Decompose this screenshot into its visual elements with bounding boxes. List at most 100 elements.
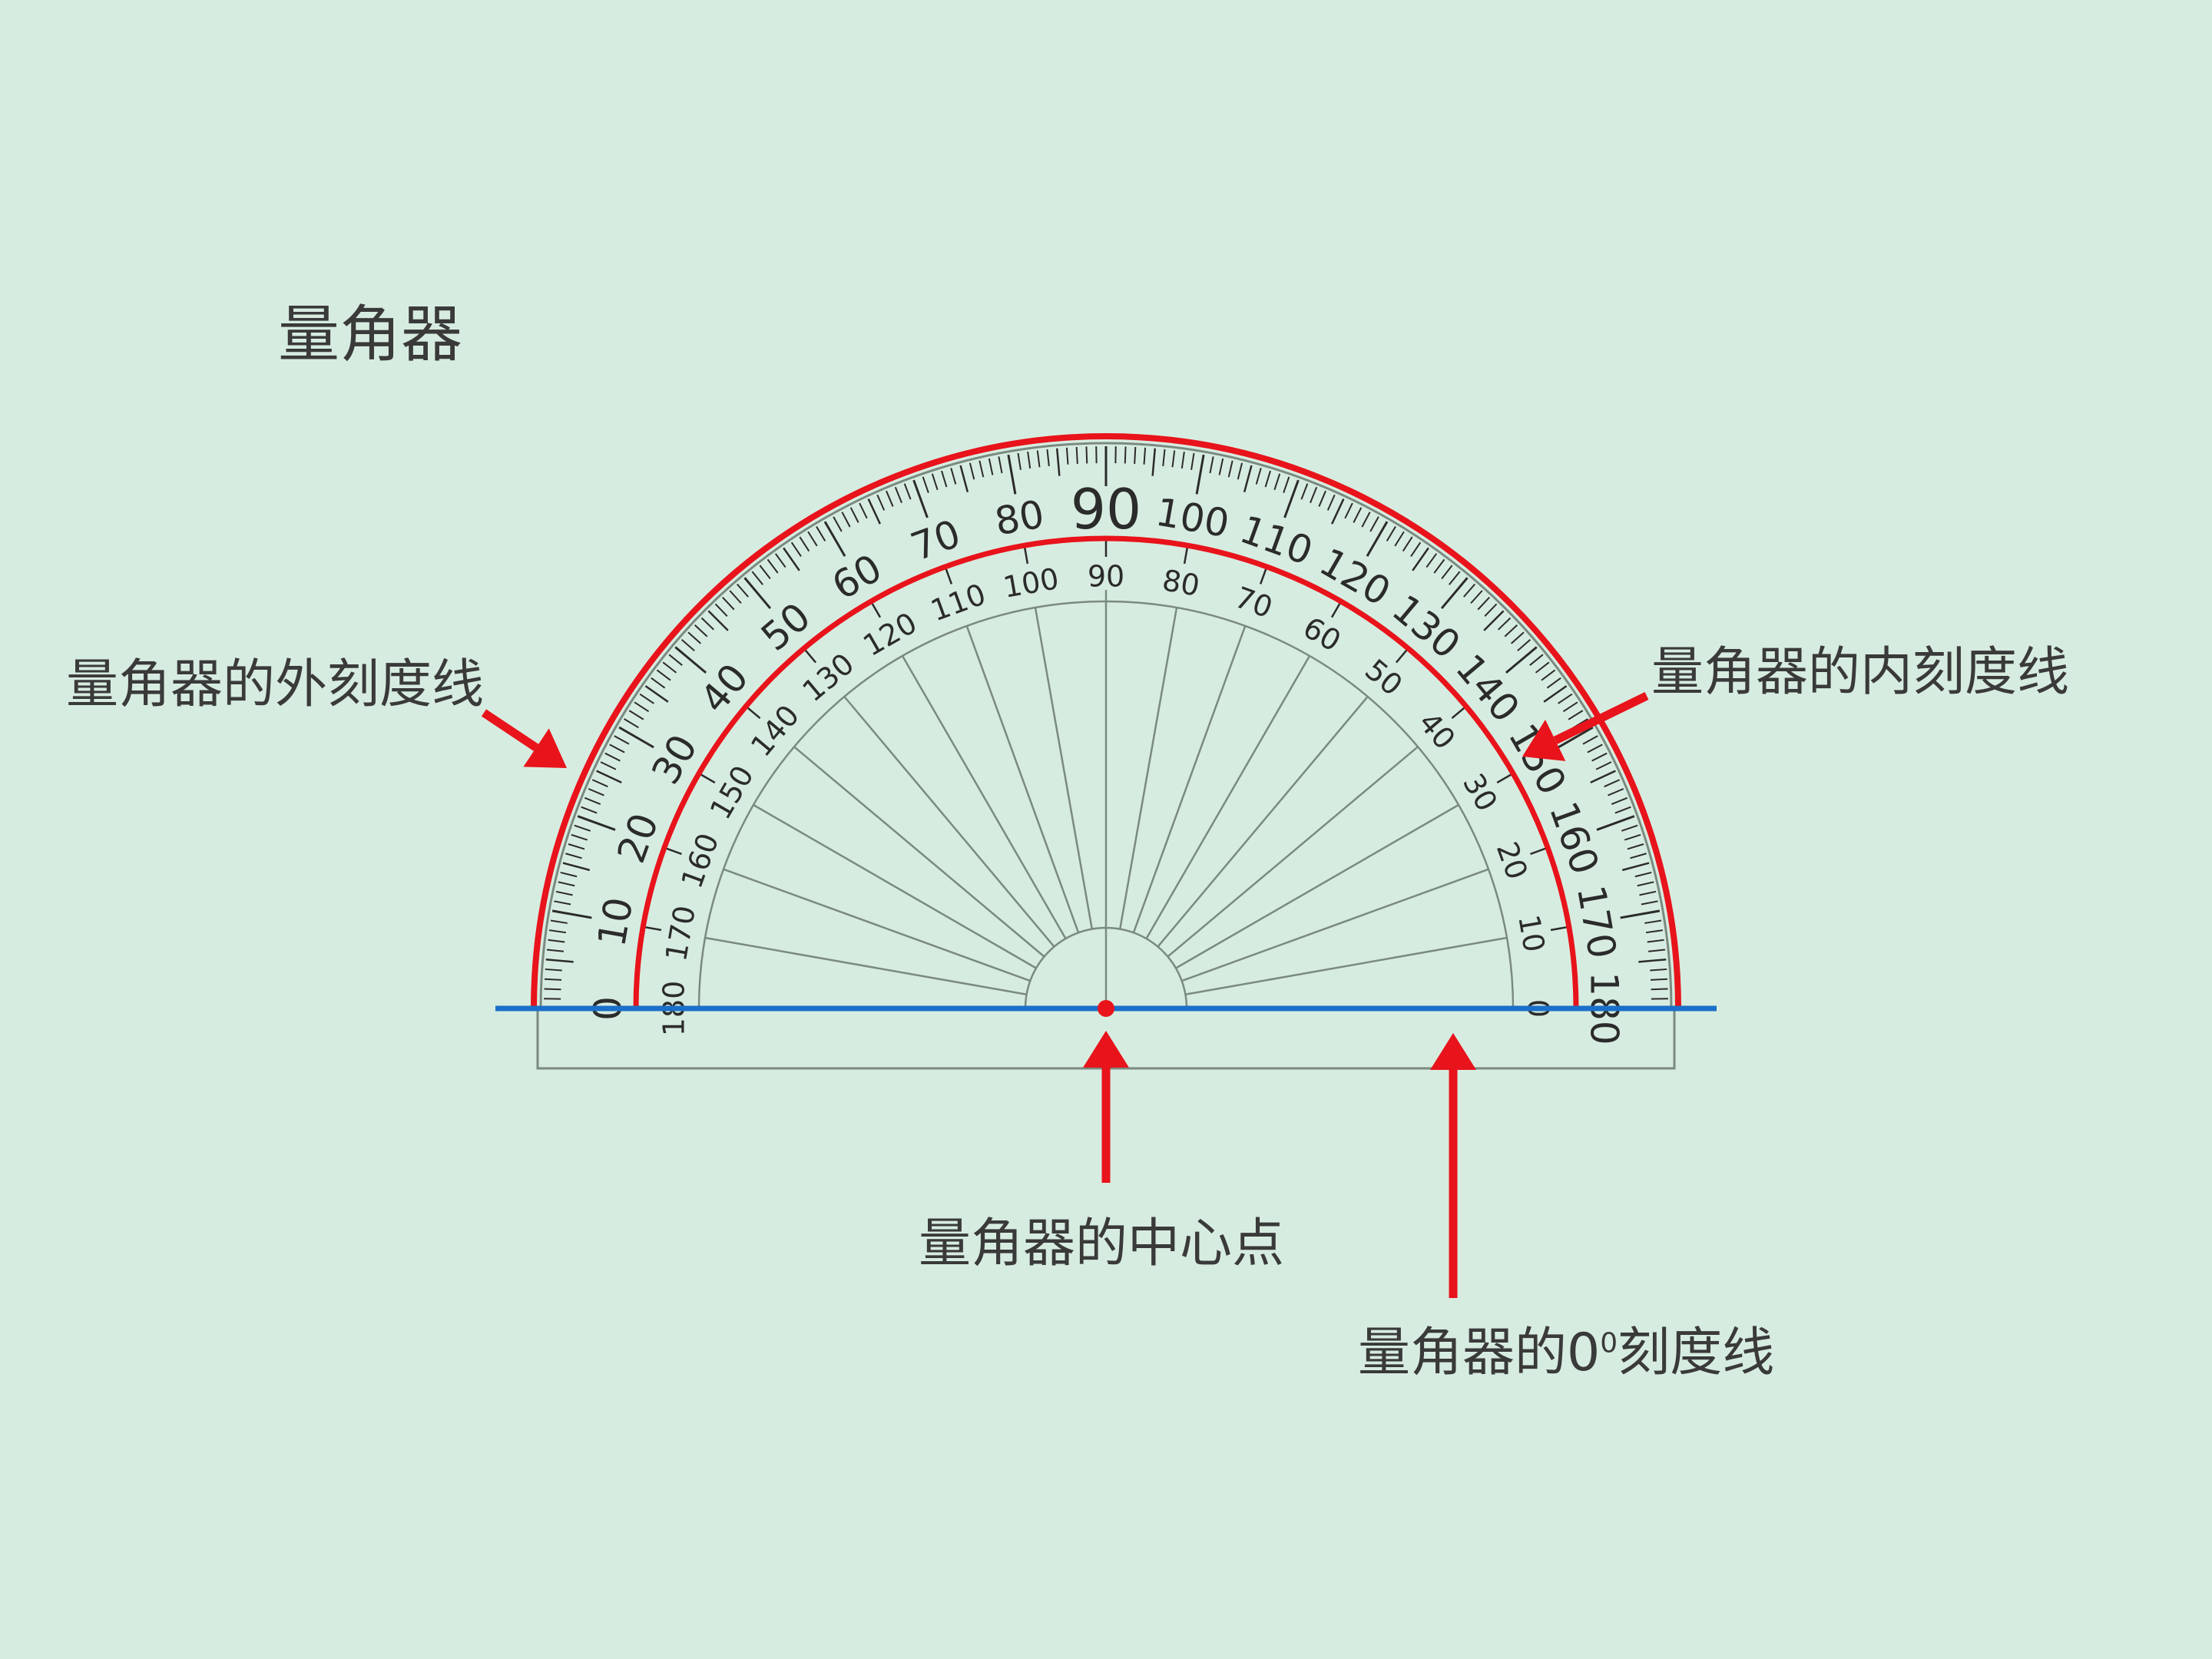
degree-tick <box>867 498 881 525</box>
degree-tick <box>823 521 846 557</box>
inner-scale-number: 120 <box>857 606 922 663</box>
degree-tick <box>555 890 573 896</box>
degree-tick <box>998 456 1003 474</box>
degree-tick <box>1470 590 1483 604</box>
inner-tick <box>1550 926 1568 932</box>
degree-tick <box>886 490 894 507</box>
degree-tick <box>1641 900 1658 906</box>
outer-scale-number: 100 <box>1153 490 1233 547</box>
degree-tick <box>662 661 677 674</box>
inner-tick <box>870 602 882 618</box>
degree-tick <box>1449 571 1461 585</box>
inner-tick <box>644 926 662 932</box>
degree-tick <box>1644 919 1662 924</box>
degree-tick <box>1611 796 1628 805</box>
radial-spoke <box>1145 655 1311 939</box>
degree-tick <box>1645 929 1664 934</box>
degree-tick <box>1630 853 1647 859</box>
degree-ticks <box>544 446 1668 1010</box>
degree-tick <box>1007 454 1017 495</box>
degree-tick <box>1412 547 1429 571</box>
degree-tick <box>1143 447 1147 465</box>
degree-tick <box>774 553 786 568</box>
inner-tick <box>945 568 953 584</box>
zero-line-label-suffix: 刻度线 <box>1618 1323 1775 1383</box>
degree-tick <box>1134 446 1137 465</box>
degree-tick <box>816 526 826 541</box>
degree-tick <box>1483 610 1505 631</box>
degree-tick <box>931 473 939 491</box>
degree-tick <box>1621 824 1638 832</box>
degree-tick <box>581 806 598 814</box>
degree-tick <box>1410 541 1422 557</box>
inner-tick <box>700 773 716 784</box>
degree-tick <box>668 654 683 666</box>
degree-tick <box>551 909 592 919</box>
degree-tick <box>1543 685 1568 703</box>
degree-tick <box>651 677 666 689</box>
degree-tick <box>1344 502 1353 519</box>
degree-tick <box>807 531 818 547</box>
degree-tick <box>1171 450 1176 468</box>
degree-tick <box>674 646 707 674</box>
degree-tick <box>988 458 994 475</box>
degree-tick <box>751 571 763 585</box>
inner-scale-number: 100 <box>1001 561 1061 604</box>
degree-tick <box>1243 465 1253 493</box>
degree-tick <box>1283 479 1300 518</box>
inner-tick <box>1023 547 1029 565</box>
zero-line-label-sup: 0 <box>1600 1327 1618 1359</box>
degree-tick <box>1055 448 1061 476</box>
radial-spoke <box>1175 803 1459 969</box>
radial-spoke <box>753 803 1037 969</box>
degree-tick <box>1369 516 1379 532</box>
degree-tick <box>1624 833 1641 841</box>
degree-tick <box>1510 631 1525 644</box>
inner-scale-number: 90 <box>1088 560 1124 594</box>
degree-tick <box>1124 446 1127 464</box>
radial-spoke <box>1157 696 1369 948</box>
degree-tick <box>1075 446 1078 465</box>
degree-tick <box>722 596 735 611</box>
degree-tick <box>1326 494 1336 511</box>
degree-tick <box>1634 871 1652 878</box>
degree-tick <box>1558 693 1573 704</box>
degree-tick <box>1162 449 1166 466</box>
degree-tick <box>1331 498 1345 525</box>
inner-scale-highlight-arc <box>633 535 1579 1009</box>
outer-scale-number: 80 <box>992 492 1048 544</box>
degree-tick <box>1637 881 1654 887</box>
degree-tick <box>912 479 929 518</box>
degree-tick <box>588 788 604 796</box>
degree-tick <box>1627 843 1644 850</box>
pointer-arrows <box>481 692 1649 1298</box>
degree-tick <box>1535 661 1550 674</box>
inner-scale-number: 130 <box>796 647 861 708</box>
radial-spoke <box>1181 868 1489 982</box>
degree-tick <box>1590 770 1616 783</box>
degree-tick <box>574 824 591 832</box>
degree-tick <box>1318 490 1326 507</box>
center-point-label: 量角器的中心点 <box>919 1214 1285 1274</box>
degree-tick <box>1190 452 1195 470</box>
degree-tick <box>600 761 617 770</box>
degree-tick <box>1283 476 1290 494</box>
inner-scale-number: 20 <box>1490 837 1535 883</box>
degree-tick <box>1065 447 1069 465</box>
degree-tick <box>1310 486 1318 504</box>
degree-tick <box>644 685 669 703</box>
inner-tick <box>1330 602 1342 618</box>
degree-tick <box>1046 449 1050 466</box>
degree-tick <box>1237 462 1243 480</box>
degree-tick <box>639 693 654 704</box>
degree-tick <box>1273 473 1281 491</box>
degree-tick <box>584 796 601 805</box>
degree-tick <box>680 639 695 651</box>
degree-tick <box>729 590 742 604</box>
degree-tick <box>1036 450 1041 468</box>
degree-tick <box>1546 677 1561 689</box>
outer-scale-number: 10 <box>589 894 641 950</box>
outer-scale-number: 50 <box>753 594 819 660</box>
degree-tick <box>1366 521 1389 557</box>
inner-tick <box>746 706 761 719</box>
